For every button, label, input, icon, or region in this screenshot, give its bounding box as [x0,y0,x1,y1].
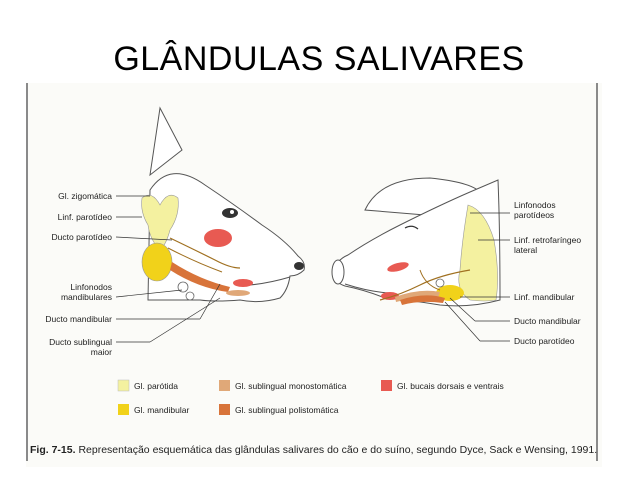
dog-lymph-node-1 [177,281,189,293]
legend-label-parotida: Gl. parótida [134,381,178,391]
caption-text: Representação esquemática das glândulas … [78,444,598,456]
pig-lymph-node [435,278,445,288]
label-ducto-sublingual-1: Ducto sublingual [49,337,112,347]
legend-swatch-mandibular [118,404,129,415]
legend-label-mandibular: Gl. mandibular [134,405,189,415]
label-linf-mandibular: Linf. mandibular [514,292,575,302]
dog-mandibular-gland [141,242,173,282]
label-linf-retro-2: lateral [514,245,537,255]
dog-ear [149,106,183,177]
dog-glands [141,194,253,301]
dog-parotid-gland [141,194,179,251]
caption-prefix: Fig. 7-15. [30,444,76,456]
dog-labels: Gl. zigomática Linf. parotídeo Ducto par… [45,191,112,357]
legend-label-sublingual-mono: Gl. sublingual monostomática [235,381,347,391]
label-linfonodos-parotideos-1: Linfonodos [514,200,556,210]
label-linfonodos-2: mandibulares [61,292,112,302]
legend-swatch-sublingual-poli [219,404,230,415]
dog-sublingual-mono [170,262,230,292]
pig-parotid-gland [458,204,498,302]
label-linf-retro-1: Linf. retrofaríngeo [514,235,581,245]
legend-swatch-sublingual-mono [219,380,230,391]
label-linfonodos-parotideos-2: parotídeos [514,210,554,220]
slide-title: GLÂNDULAS SALIVARES [113,40,525,78]
pig-eye [404,225,419,230]
legend-label-bucais: Gl. bucais dorsais e ventrais [397,381,504,391]
dog-parotid-duct [169,237,241,269]
legend-label-sublingual-poli: Gl. sublingual polistomática [235,405,339,415]
label-ducto-mandibular-right: Ducto mandibular [514,316,581,326]
pig-snout [331,259,345,285]
figure-border-left [26,83,28,461]
dog-buccal-gland-dorsal [204,229,232,247]
dog-lymph-node-2 [185,291,195,301]
label-linf-parotideo: Linf. parotídeo [58,212,113,222]
label-gl-zigomatica: Gl. zigomática [58,191,112,201]
label-ducto-parotideo-left: Ducto parotídeo [52,232,113,242]
pig-head [331,177,501,307]
label-ducto-sublingual-2: maior [91,347,112,357]
pig-head-outline [333,179,501,307]
figure-border-right [596,83,598,461]
label-linfonodos-1: Linfonodos [70,282,112,292]
legend-swatch-bucais [381,380,392,391]
figure-caption: Fig. 7-15. Representação esquemática das… [30,444,597,456]
dog-sublingual-poli [226,290,250,296]
dog-nose [294,262,304,270]
pig-parotid-duct [379,269,471,301]
dog-buccal-gland-ventral [233,279,253,287]
pig-buccal-gland-dorsal [387,262,409,272]
pig-sublingual-poli [400,295,445,305]
figure-panel [26,83,602,467]
label-ducto-mandibular-left: Ducto mandibular [45,314,112,324]
label-ducto-parotideo-right: Ducto parotídeo [514,336,575,346]
dog-eye [222,208,238,218]
pig-labels: Linfonodos parotídeos Linf. retrofarínge… [514,200,581,346]
pig-mandibular-gland [436,285,464,301]
legend-swatch-parotida [117,379,130,392]
legend: Gl. parótida Gl. mandibular Gl. sublingu… [117,379,504,415]
pig-glands [379,204,498,305]
pig-leader-lines [444,212,510,342]
dog-leader-lines [115,195,221,343]
